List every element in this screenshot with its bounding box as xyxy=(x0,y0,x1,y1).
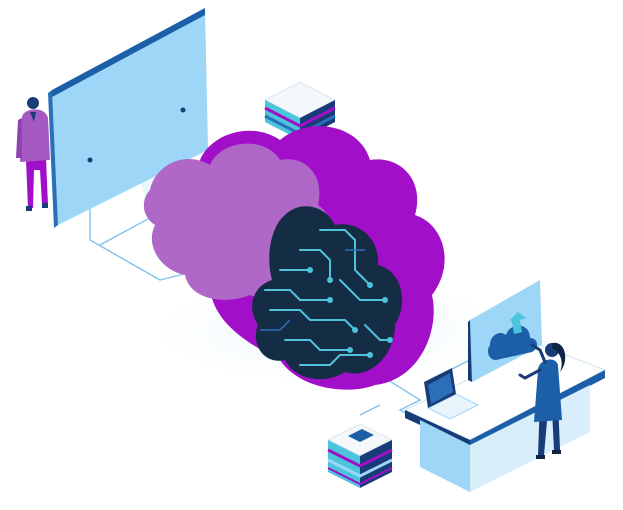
laptop-icon xyxy=(424,368,480,420)
cloud-upload-display-icon xyxy=(468,280,542,382)
cloud-circuit-icon xyxy=(143,126,445,390)
woman-pointing-icon xyxy=(518,342,566,459)
large-monitor-icon xyxy=(48,8,217,229)
server-stack-icon xyxy=(326,423,394,488)
man-standing-icon xyxy=(16,97,50,211)
